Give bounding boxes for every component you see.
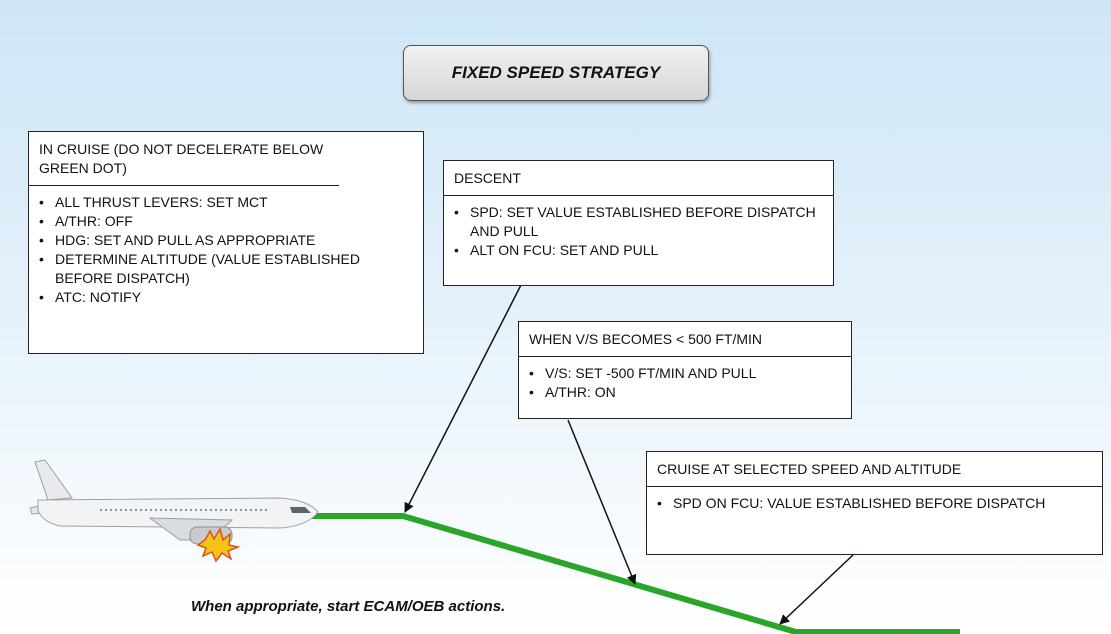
flight-path xyxy=(312,513,960,634)
vs-heading: WHEN V/S BECOMES < 500 FT/MIN xyxy=(519,322,851,357)
cruise-box: IN CRUISE (DO NOT DECELERATE BELOW GREEN… xyxy=(28,131,424,354)
final-box: CRUISE AT SELECTED SPEED AND ALTITUDE SP… xyxy=(646,451,1103,555)
engine-fire-icon xyxy=(196,527,241,563)
list-item: SPD ON FCU: VALUE ESTABLISHED BEFORE DIS… xyxy=(657,494,1073,513)
cruise-heading: IN CRUISE (DO NOT DECELERATE BELOW GREEN… xyxy=(29,132,339,186)
descent-list: SPD: SET VALUE ESTABLISHED BEFORE DISPAT… xyxy=(444,196,833,268)
list-item: DETERMINE ALTITUDE (VALUE ESTABLISHED BE… xyxy=(39,250,385,288)
list-item: A/THR: ON xyxy=(529,383,843,402)
diagram-title: FIXED SPEED STRATEGY xyxy=(403,45,709,101)
list-item: SPD: SET VALUE ESTABLISHED BEFORE DISPAT… xyxy=(454,203,820,241)
arrow-descent xyxy=(404,284,522,513)
list-item: ALL THRUST LEVERS: SET MCT xyxy=(39,193,415,212)
list-item: ALT ON FCU: SET AND PULL xyxy=(454,241,825,260)
vs-box: WHEN V/S BECOMES < 500 FT/MIN V/S: SET -… xyxy=(518,321,852,419)
list-item: V/S: SET -500 FT/MIN AND PULL xyxy=(529,364,843,383)
ecam-note: When appropriate, start ECAM/OEB actions… xyxy=(191,598,506,615)
list-item: ATC: NOTIFY xyxy=(39,288,415,307)
list-item: A/THR: OFF xyxy=(39,212,415,231)
descent-heading: DESCENT xyxy=(444,161,833,196)
cruise-list: ALL THRUST LEVERS: SET MCT A/THR: OFF HD… xyxy=(29,186,423,315)
descent-box: DESCENT SPD: SET VALUE ESTABLISHED BEFOR… xyxy=(443,160,834,286)
arrow-vs xyxy=(567,419,637,585)
final-list: SPD ON FCU: VALUE ESTABLISHED BEFORE DIS… xyxy=(647,487,1102,521)
arrow-final xyxy=(779,554,854,625)
vs-list: V/S: SET -500 FT/MIN AND PULL A/THR: ON xyxy=(519,357,851,410)
aircraft-icon xyxy=(29,459,319,545)
final-heading: CRUISE AT SELECTED SPEED AND ALTITUDE xyxy=(647,452,1102,487)
list-item: HDG: SET AND PULL AS APPROPRIATE xyxy=(39,231,415,250)
